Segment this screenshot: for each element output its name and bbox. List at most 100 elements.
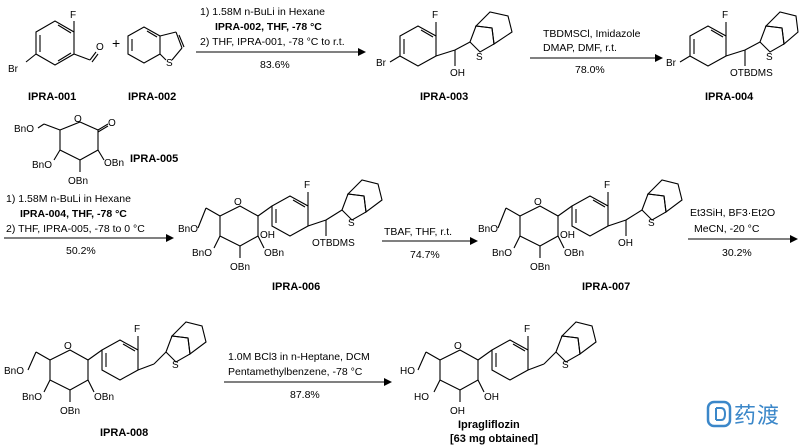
atom-label: F — [134, 324, 140, 335]
step5-line2: MeCN, -20 °C — [694, 223, 760, 235]
label-ipra-005: IPRA-005 — [130, 153, 178, 165]
arrow-head-step5 — [790, 235, 798, 243]
bond-line — [27, 351, 37, 371]
atom-label: O — [534, 197, 542, 208]
atom-label: OBn — [60, 406, 80, 417]
plus-sign: + — [112, 35, 120, 51]
atom-label: S — [348, 218, 355, 229]
atom-label: BnO — [22, 392, 42, 403]
atom-label: BnO — [178, 224, 198, 235]
atom-f: F — [70, 10, 76, 21]
bond-line — [399, 25, 437, 67]
atom-o: O — [96, 42, 104, 53]
atom-label: OTBDMS — [730, 68, 773, 79]
step5-line1: Et3SiH, BF3·Et2O — [690, 207, 775, 219]
atom-label: OBn — [68, 176, 88, 187]
bond-line — [625, 209, 643, 221]
bond-line — [257, 205, 273, 217]
atom-label: HO — [414, 392, 429, 403]
structure-ipra-007: O BnO BnO OBn OBn OH F OH S — [478, 179, 683, 273]
atom-label: S — [562, 360, 569, 371]
arrow-head-step1 — [358, 48, 366, 56]
bond-line — [159, 53, 167, 61]
arrow-head-step3 — [166, 234, 174, 242]
bond-line — [439, 349, 479, 391]
bond-line — [477, 379, 485, 393]
bond-line — [73, 53, 91, 61]
atom-label: BnO — [192, 248, 212, 259]
bond-line — [87, 379, 95, 393]
atom-label: OH — [560, 230, 575, 241]
atom-label: OH — [260, 230, 275, 241]
atom-label: OH — [450, 68, 465, 79]
bond-line — [519, 205, 559, 247]
bond-line — [101, 339, 139, 381]
atom-label: S — [648, 218, 655, 229]
atom-label: O — [454, 341, 462, 352]
structure-ipra-006: O BnO BnO OBn OBn OH F OTBDMS S — [178, 179, 383, 273]
atom-label: S — [476, 52, 483, 63]
bond-line — [205, 207, 221, 217]
bond-line — [477, 349, 493, 361]
atom-label: BnO — [32, 160, 52, 171]
bond-line — [641, 193, 667, 221]
bond-line — [646, 179, 683, 214]
bond-line — [513, 235, 521, 249]
step3-line2: IPRA-004, THF, -78 °C — [20, 208, 127, 220]
bond-line — [307, 219, 327, 227]
atom-label: OH — [484, 392, 499, 403]
bond-line — [474, 11, 513, 45]
atom-br: Br — [8, 64, 19, 75]
atom-label: BnO — [4, 366, 24, 377]
bond-line — [435, 49, 456, 57]
bond-line — [759, 25, 785, 53]
bond-line — [37, 123, 45, 129]
bond-line — [725, 49, 746, 57]
atom-label: OTBDMS — [312, 238, 355, 249]
bond-line — [35, 351, 51, 361]
structure-ipra-004: F Br OTBDMS S — [666, 10, 799, 79]
atom-label: F — [304, 180, 310, 191]
step2-line2: DMAP, DMF, r.t. — [543, 42, 617, 54]
step4-yield: 74.7% — [410, 249, 440, 261]
bond-line — [146, 30, 158, 38]
atom-label: S — [766, 52, 773, 63]
bond-line — [165, 335, 191, 363]
bond-line — [592, 199, 606, 208]
bond-line — [122, 343, 136, 352]
bond-line — [710, 29, 724, 38]
bond-line — [219, 205, 259, 247]
label-ipra-007: IPRA-007 — [582, 281, 630, 293]
step5-yield: 30.2% — [722, 247, 752, 259]
step4-line1: TBAF, THF, r.t. — [384, 226, 452, 238]
bond-line — [175, 31, 183, 49]
bond-line — [527, 363, 545, 371]
bond-line — [159, 31, 177, 37]
arrow-head-step4 — [470, 237, 478, 245]
arrow-head-step2 — [655, 54, 663, 62]
step1-line1: 1) 1.58M n-BuLi in Hexane — [200, 6, 325, 18]
step1-line3: 2) THF, IPRA-001, -78 °C to r.t. — [200, 36, 345, 48]
atom-label: OBn — [230, 262, 250, 273]
structure-ipra-008: O BnO BnO OBn OBn F S — [4, 321, 207, 417]
bond-line — [197, 207, 207, 229]
bond-line — [555, 335, 581, 363]
bond-line — [91, 53, 99, 63]
step2-line1: TBDMSCl, Imidazole — [543, 28, 641, 40]
bond-line — [127, 26, 161, 64]
step3-line1: 1) 1.58M n-BuLi in Hexane — [6, 193, 131, 205]
bond-line — [153, 351, 167, 365]
bond-line — [454, 41, 471, 51]
bond-line — [57, 52, 72, 62]
atom-label: F — [524, 324, 530, 335]
bond-line — [469, 25, 495, 53]
bond-line — [87, 349, 103, 361]
label-ipragliflozin: Ipragliflozin — [458, 419, 520, 431]
atom-label: OH — [618, 238, 633, 249]
atom-label: Br — [376, 58, 387, 69]
bond-line — [571, 195, 609, 237]
step1-line2: IPRA-002, THF, -78 °C — [215, 21, 322, 33]
bond-line — [59, 121, 99, 161]
bond-line — [89, 51, 97, 61]
